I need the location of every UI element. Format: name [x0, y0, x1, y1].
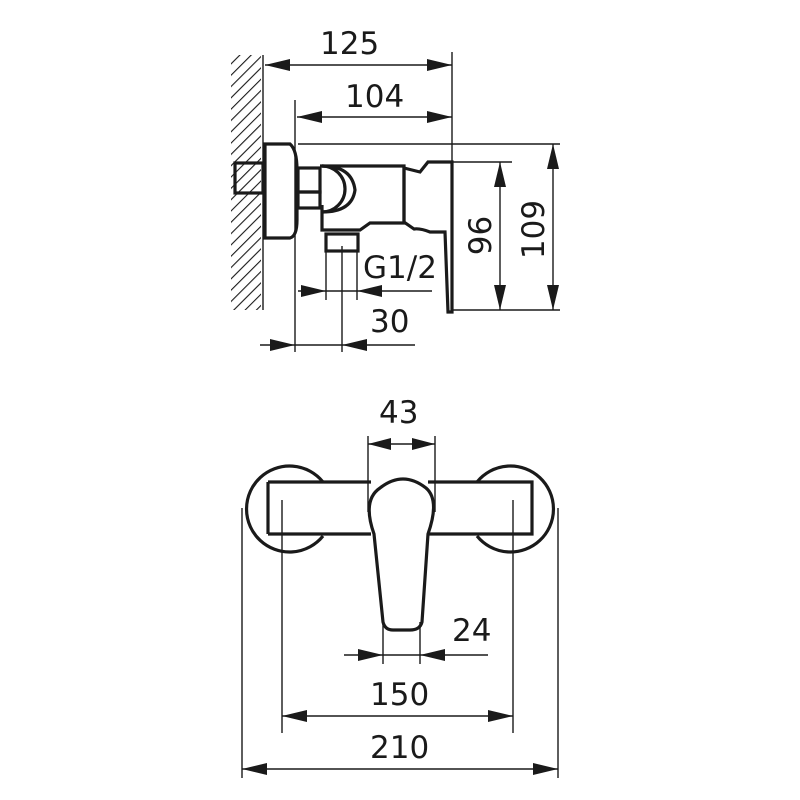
dim-label-height-inner: 96 — [463, 215, 500, 256]
union-nut-lower — [296, 190, 322, 210]
side-view — [231, 52, 560, 352]
dim-label-body-depth: 104 — [345, 79, 405, 115]
mixer-body — [320, 164, 406, 232]
union-nut — [296, 166, 322, 194]
escutcheon-right — [475, 464, 555, 554]
lever-side — [402, 160, 454, 314]
mixer-bar — [268, 480, 534, 536]
dim-label-overall-width: 210 — [370, 730, 430, 766]
lever-front — [367, 477, 436, 632]
outlet-thread-label: G1/2 — [363, 250, 437, 286]
body-dome — [321, 164, 357, 214]
dim-label-connection-spacing: 150 — [370, 677, 430, 713]
dim-label-lever-tip-width: 24 — [452, 613, 492, 649]
body-cap-arc — [321, 164, 347, 214]
dim-label-lever-top-width: 43 — [379, 395, 419, 431]
front-view — [241, 436, 559, 778]
dim-label-overall-depth: 125 — [320, 26, 380, 62]
dim-label-outlet-offset: 30 — [370, 304, 410, 340]
escutcheon — [263, 142, 299, 240]
escutcheon-left — [245, 464, 325, 554]
wall-nipple — [233, 161, 265, 195]
dim-label-height-overall: 109 — [516, 199, 553, 260]
